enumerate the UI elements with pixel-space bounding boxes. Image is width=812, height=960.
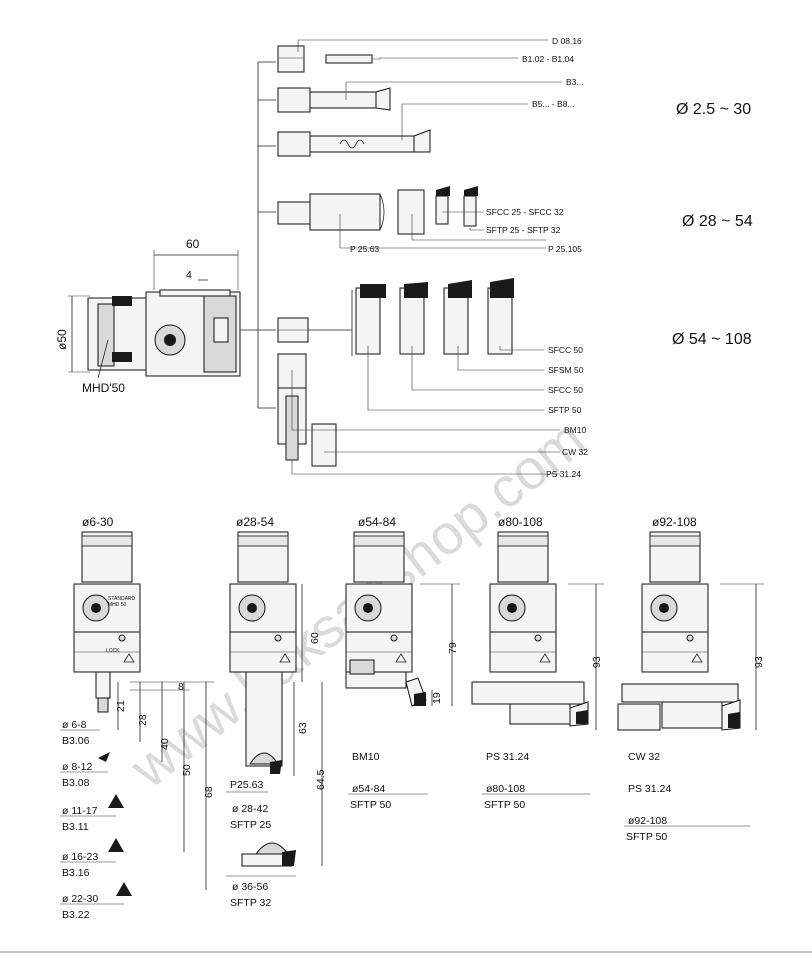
holder-label: MHD'50 [82,381,125,395]
part-sfcc50-a: SFCC 50 [548,345,583,355]
col2-item1-size: ø 28-42 [232,803,268,815]
tool-d0816-drawing [277,45,305,73]
part-b5: B5... - B8... [532,99,575,109]
head-col2 [229,531,297,774]
part-sfsm50: SFSM 50 [548,365,584,375]
col5-adapter1: CW 32 [628,751,660,763]
tool-cw32-drawing [311,423,337,467]
col1-dim-8: 8 [178,681,184,693]
col2-item2-code: SFTP 32 [230,897,271,909]
col1-header: ø6-30 [82,515,114,529]
col2-item1-code: SFTP 25 [230,819,271,831]
col5-dimensions: 93 [720,583,765,730]
part-p2563: P 25.63 [350,244,379,254]
tool-sfsm50-drawing [399,282,428,355]
col1-item5-size: ø 22-30 [62,893,98,905]
tool-sfcc50-b-drawing [443,280,472,355]
tool-sftp25-drawing [463,186,478,227]
col2-header: ø28-54 [236,515,274,529]
col2-dimensions: 60 63 64.5 [293,584,327,866]
dim-d50-label: ø50 [55,329,69,350]
col4-dim-93: 93 [591,656,603,668]
dim-4-label: 4 [186,269,192,281]
part-bm10: BM10 [564,425,586,435]
part-sfcc25: SFCC 25 - SFCC 32 [486,207,564,217]
tool-sfcc25-drawing [435,186,450,225]
col4-dimensions: 93 [568,583,604,730]
part-p25105: P 25.105 [548,244,582,254]
col5-size: ø92-108 [628,815,667,827]
tool-p2563-drawing [277,193,385,231]
col1-dimensions: 8 21 28 40 50 68 [115,681,215,890]
tool-sfcc50-a-drawing [355,284,386,355]
col5-code: SFTP 50 [626,831,667,843]
svg-text:LOCK: LOCK [106,648,120,654]
tool-b1-drawing [325,54,373,64]
col4-code: SFTP 50 [484,799,525,811]
col4-header: ø80-108 [498,515,543,529]
col3-dim-19: 19 [431,692,443,704]
col2-sftp32-drawing [241,842,296,867]
col1-item5-code: B3.22 [62,909,90,921]
col2-dim-60: 60 [309,632,321,644]
svg-text:MHD 50: MHD 50 [108,602,127,608]
part-b1: B1.02 - B1.04 [522,54,574,64]
part-ps3124: PS 31.24 [546,469,581,479]
col2-item2-size: ø 36-56 [232,881,268,893]
part-sftp25: SFTP 25 - SFTP 32 [486,225,561,235]
head-col1 [73,531,141,713]
part-sftp50: SFTP 50 [548,405,582,415]
part-sfcc50-b: SFCC 50 [548,385,583,395]
col4-size: ø80-108 [486,783,525,795]
col2-dim-63: 63 [297,722,309,734]
col1-inserts [60,729,132,905]
col3-dim-79: 79 [447,642,459,654]
tool-b3-drawing [277,87,391,113]
col5-header: ø92-108 [652,515,697,529]
col2-adapter: P25.63 [230,779,263,791]
head-col4 [471,531,589,727]
svg-text:STANDARD: STANDARD [108,596,136,602]
col3-adapter: BM10 [352,751,380,763]
range-1: Ø 2.5 ~ 30 [676,101,751,118]
col4-adapter: PS 31.24 [486,751,529,763]
col1-dim-40: 40 [159,738,171,750]
col1-item3-code: B3.11 [62,821,89,833]
col2-dim-645: 64.5 [315,769,327,790]
col1-dim-68: 68 [203,786,215,798]
col3-header: ø54-84 [358,515,396,529]
tool-b5-drawing [277,129,431,157]
tool-p25105-drawing [397,189,425,235]
col1-item1-size: ø 6-8 [62,719,87,731]
range-2: Ø 28 ~ 54 [682,213,753,230]
col5-adapter2: PS 31.24 [628,783,671,795]
main-holder-drawing [87,289,241,377]
col3-code: SFTP 50 [350,799,391,811]
range-3: Ø 54 ~ 108 [672,331,752,348]
col3-dimensions: 79 19 [420,583,460,706]
head-col3 [345,531,427,707]
col1-item2-size: ø 8-12 [62,761,93,773]
col1-item3-size: ø 11-17 [62,805,98,817]
col1-dim-50: 50 [181,764,193,776]
col1-item4-size: ø 16-23 [62,851,98,863]
tool-sftp50-drawing [487,278,514,355]
dim-60-label: 60 [186,237,200,251]
part-d0816: D 08.16 [552,36,582,46]
col1-dim-21: 21 [115,700,127,712]
part-b3: B3... [566,77,583,87]
col5-dim-93: 93 [753,656,765,668]
col1-item2-code: B3.08 [62,777,90,789]
adapter-50-drawing [277,317,309,343]
col3-size: ø54-84 [352,783,385,795]
col1-dim-28: 28 [137,714,149,726]
col1-item4-code: B3.16 [62,867,90,879]
col1-item1-code: B3.06 [62,735,90,747]
head-col1-labels: STANDARD MHD 50 LOCK [106,596,136,654]
head-col5 [617,531,741,731]
part-cw32: CW 32 [562,447,588,457]
